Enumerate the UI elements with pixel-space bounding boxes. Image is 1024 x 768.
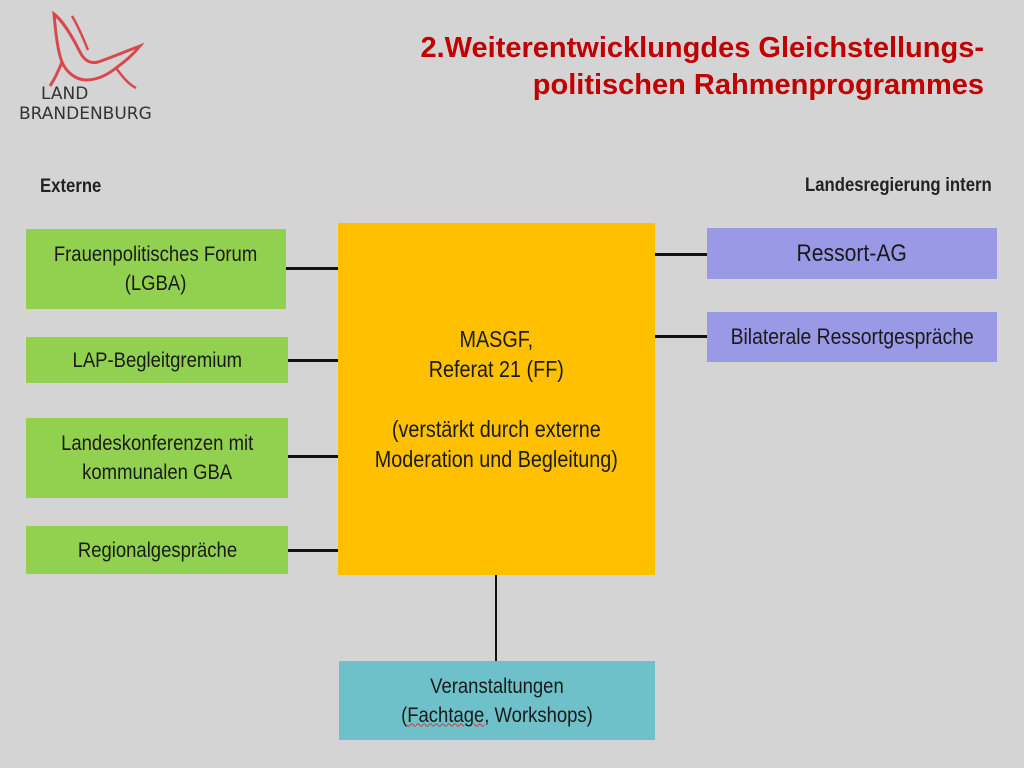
box-landeskonferenzen: Landeskonferenzen mit kommunalen GBA [26,418,288,498]
veranstaltungen-line-2: (Fachtage, Workshops) [401,704,593,727]
title-line-2: politischen Rahmenprogrammes [532,69,984,101]
eagle-icon [48,10,145,90]
box-veranstaltungen-text: Veranstaltungen (Fachtage, Workshops) [401,672,593,730]
title-line-1: 2.Weiterentwicklungdes Gleichstellungs- [420,32,985,64]
connector-veranstaltungen [495,575,497,661]
veranstaltungen-paren: ( [401,703,408,727]
connector-landeskonferenzen [288,455,338,458]
label-landesregierung-intern: Landesregierung intern [805,175,992,196]
box-veranstaltungen: Veranstaltungen (Fachtage, Workshops) [339,661,655,740]
box-ressort-ag-text: Ressort-AG [796,239,908,267]
connector-lap [288,359,338,362]
logo: LAND BRANDENBURG [14,6,174,126]
page-title: 2.Weiterentwicklungdes Gleichstellungs- … [284,30,985,104]
box-bilaterale-ressortgespraeche-text: Bilaterale Ressortgespräche [730,324,974,349]
box-ressort-ag: Ressort-AG [707,228,997,279]
label-externe: Externe [40,176,102,197]
connector-regionalgespraeche [288,549,338,552]
box-bilaterale-ressortgespraeche: Bilaterale Ressortgespräche [707,312,997,362]
connector-ressort-ag [655,253,707,256]
box-frauenpolitisches-forum: Frauenpolitisches Forum (LGBA) [26,229,286,309]
box-lap-begleitgremium: LAP-Begleitgremium [26,337,288,383]
box-masgf: MASGF, Referat 21 (FF) (verstärkt durch … [338,223,655,575]
logo-line-land: LAND [41,84,89,104]
logo-line-brandenburg: BRANDENBURG [19,104,152,124]
veranstaltungen-workshops: , Workshops) [484,703,593,727]
connector-bilaterale [655,335,707,338]
veranstaltungen-line-1: Veranstaltungen [430,674,564,698]
connector-forum [286,267,338,270]
box-landeskonferenzen-text: Landeskonferenzen mit kommunalen GBA [60,432,254,484]
box-regionalgespraeche-text: Regionalgespräche [77,538,237,562]
box-regionalgespraeche: Regionalgespräche [26,526,288,574]
box-lap-begleitgremium-text: LAP-Begleitgremium [72,348,242,372]
box-frauenpolitisches-forum-text: Frauenpolitisches Forum (LGBA) [54,243,258,295]
veranstaltungen-fachtage: Fachtage [407,703,485,727]
box-masgf-text: MASGF, Referat 21 (FF) (verstärkt durch … [374,326,619,472]
